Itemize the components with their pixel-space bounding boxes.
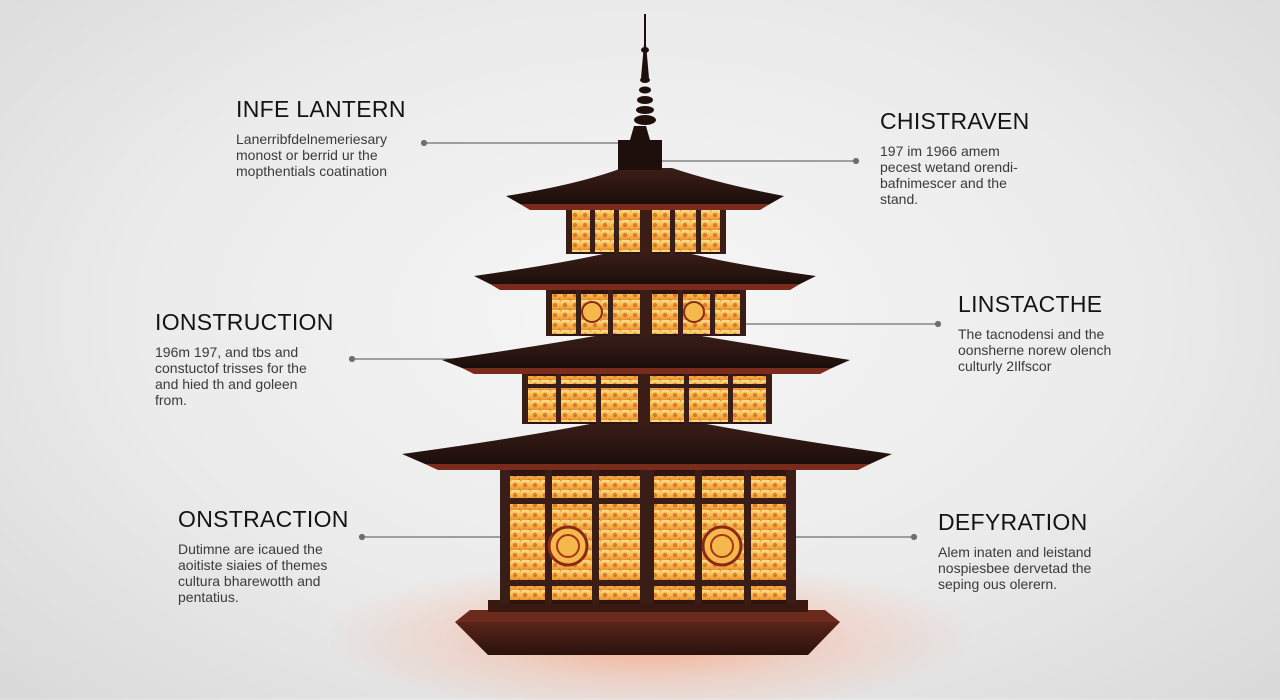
ground-tier [500, 468, 796, 604]
callout-title: IONSTRUCTION [155, 309, 334, 335]
roof-tier-4 [402, 422, 892, 470]
roof-tier-2 [474, 252, 816, 290]
callout-title: INFE LANTERN [236, 96, 406, 122]
spire-finial [618, 14, 662, 170]
callout-title: DEFYRATION [938, 509, 1088, 535]
callout-description: Dutimne are icaued the aoitiste siaies o… [178, 541, 328, 605]
leader-dot [358, 533, 366, 541]
callout-title: LINSTACTHE [958, 291, 1103, 317]
roof-tier-3 [442, 334, 850, 374]
leader-dot [420, 139, 428, 147]
leader-dot [348, 355, 356, 363]
callout-mid-right: LINSTACTHE The tacnodensi and the oonshe… [958, 291, 1198, 374]
leader-dot [934, 320, 942, 328]
leader-dot [910, 533, 918, 541]
callout-title: ONSTRACTION [178, 506, 349, 532]
medallion-right [701, 525, 743, 567]
lantern-base [455, 600, 840, 655]
callout-bottom-left: ONSTRACTION Dutimne are icaued the aoiti… [178, 506, 418, 605]
second-tier [546, 288, 746, 336]
top-tier [566, 204, 726, 254]
callout-description: 196m 197, and tbs and constuctof trisses… [155, 344, 307, 408]
callout-description: The tacnodensi and the oonsherne norew o… [958, 326, 1112, 374]
callout-top-right: CHISTRAVEN 197 im 1966 amem pecest wetan… [880, 108, 1120, 207]
callout-title: CHISTRAVEN [880, 108, 1030, 134]
leader-dot [852, 157, 860, 165]
third-tier [522, 370, 772, 424]
callout-bottom-right: DEFYRATION Alem inaten and leistand nosp… [938, 509, 1178, 592]
callout-mid-left: IONSTRUCTION 196m 197, and tbs and const… [155, 309, 395, 408]
callout-description: 197 im 1966 amem pecest wetand orendi- b… [880, 143, 1018, 207]
roof-tier-1 [506, 168, 784, 210]
medallion-left [547, 525, 589, 567]
callout-description: Alem inaten and leistand nospiesbee derv… [938, 544, 1092, 592]
callout-description: Lanerribfdelnemeriesary monost or berrid… [236, 131, 387, 179]
callout-top-left: INFE LANTERN Lanerribfdelnemeriesary mon… [236, 96, 476, 179]
